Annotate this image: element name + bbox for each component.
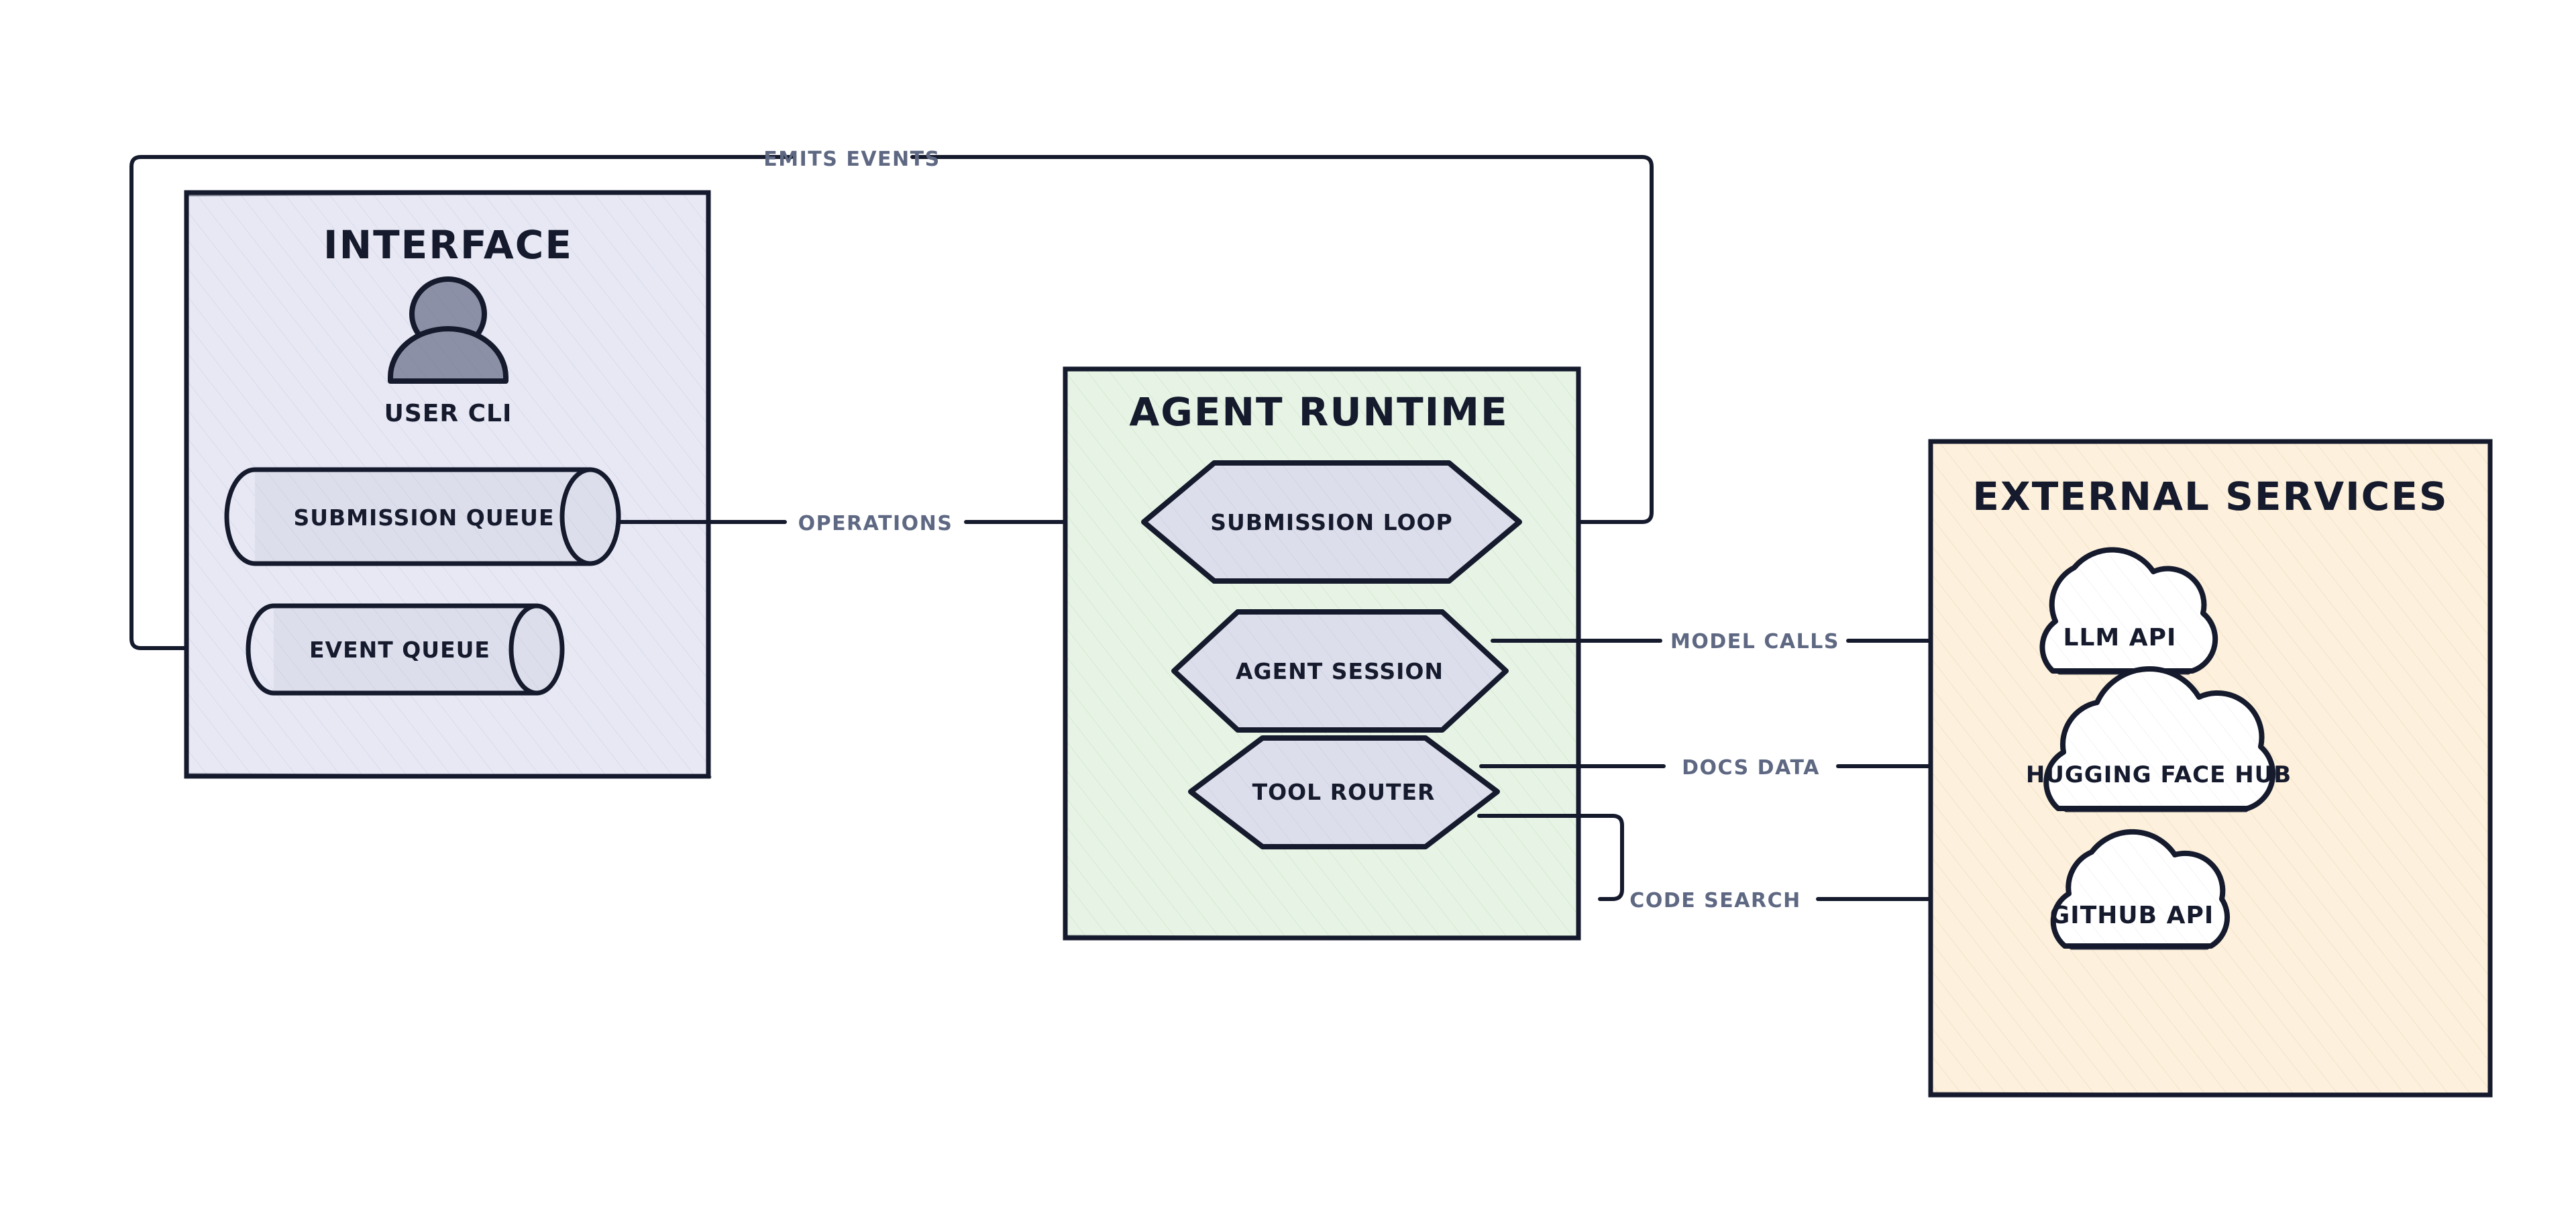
- node-label-agent-session: Agent Session: [1236, 658, 1444, 684]
- node-label-submission-loop: Submission Loop: [1210, 509, 1452, 535]
- node-label-llm-api: LLM API: [2063, 624, 2177, 651]
- node-hugging-face-hub[interactable]: Hugging Face Hub: [2026, 666, 2292, 812]
- edge-label-operations: Operations: [798, 512, 953, 535]
- edge-emits-events: Emits Events: [129, 148, 1654, 652]
- node-tool-router[interactable]: Tool Router: [1188, 735, 1500, 849]
- node-submission-queue[interactable]: Submission Queue: [224, 467, 621, 566]
- node-label-submission-queue: Submission Queue: [293, 505, 554, 531]
- node-label-github-api: GitHub API: [2050, 902, 2214, 929]
- group-interface[interactable]: Interface User CLI Submission Queue: [184, 190, 712, 779]
- group-external-services[interactable]: External Services LLM API Hugging Face H…: [1928, 439, 2493, 1098]
- edge-operations: Operations: [616, 512, 1136, 535]
- node-user-cli[interactable]: User CLI: [384, 276, 513, 427]
- node-label-event-queue: Event Queue: [309, 637, 490, 663]
- node-event-queue[interactable]: Event Queue: [246, 603, 565, 696]
- edge-label-docs-data: Docs Data: [1682, 756, 1820, 780]
- node-agent-session[interactable]: Agent Session: [1171, 609, 1509, 733]
- group-title-external-services: External Services: [1972, 474, 2448, 519]
- node-llm-api[interactable]: LLM API: [2039, 547, 2218, 675]
- node-label-hugging-face-hub: Hugging Face Hub: [2026, 761, 2292, 788]
- edge-label-code-search: Code Search: [1629, 889, 1801, 912]
- group-title-interface: Interface: [323, 222, 573, 268]
- group-agent-runtime[interactable]: Agent Runtime Submission Loop Agent Sess…: [1063, 366, 1581, 941]
- user-icon: [388, 276, 508, 384]
- node-submission-loop[interactable]: Submission Loop: [1141, 460, 1522, 584]
- node-label-user-cli: User CLI: [384, 400, 513, 427]
- group-title-agent-runtime: Agent Runtime: [1129, 389, 1508, 435]
- edge-label-model-calls: Model Calls: [1670, 630, 1839, 653]
- node-github-api[interactable]: GitHub API: [2050, 829, 2231, 950]
- edge-label-emits-events: Emits Events: [763, 148, 940, 171]
- node-label-tool-router: Tool Router: [1252, 779, 1436, 805]
